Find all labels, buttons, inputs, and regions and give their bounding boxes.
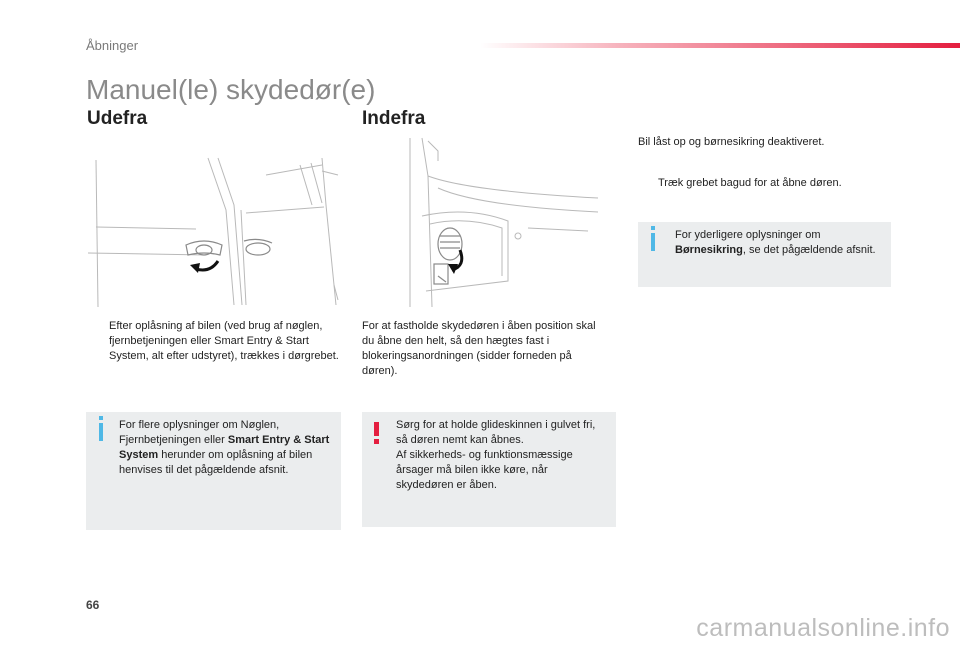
- header-accent-rule: [480, 43, 960, 48]
- heading-udefra: Udefra: [87, 108, 148, 129]
- info-icon: [99, 416, 103, 441]
- indefra-warning-box: Sørg for at holde glideskinnen i gulvet …: [362, 412, 616, 527]
- indefra-description: For at fastholde skydedøren i åben posit…: [362, 320, 596, 377]
- udefra-instruction: Efter oplåsning af bilen (ved brug af nø…: [89, 319, 341, 364]
- indefra-warning-text: Sørg for at holde glideskinnen i gulvet …: [396, 419, 596, 491]
- udefra-info-text: For flere oplysninger om Nøglen, Fjernbe…: [119, 419, 330, 476]
- bullet-icon: [638, 176, 658, 191]
- child-lock-info-box: For yderligere oplysninger om Børnesikri…: [638, 222, 891, 287]
- page-title: Manuel(le) skydedør(e): [86, 74, 376, 105]
- udefra-instruction-text: Efter oplåsning af bilen (ved brug af nø…: [109, 320, 339, 362]
- heading-indefra: Indefra: [362, 108, 426, 129]
- warning-icon: [374, 422, 379, 444]
- interior-lever-illustration: [408, 136, 598, 307]
- info-icon: [651, 226, 655, 251]
- right-instruction: Træk grebet bagud for at åbne døren.: [638, 176, 898, 191]
- status-text: Bil låst op og børnesikring deaktiveret.: [638, 136, 825, 148]
- bullet-icon: [89, 319, 109, 364]
- child-lock-info-text: For yderligere oplysninger om Børnesikri…: [675, 229, 876, 256]
- udefra-info-box: For flere oplysninger om Nøglen, Fjernbe…: [86, 412, 341, 530]
- right-instruction-text: Træk grebet bagud for at åbne døren.: [658, 177, 842, 189]
- watermark: carmanualsonline.info: [696, 614, 950, 642]
- section-label: Åbninger: [86, 38, 139, 53]
- exterior-handle-illustration: [86, 155, 342, 307]
- page-number: 66: [86, 598, 100, 612]
